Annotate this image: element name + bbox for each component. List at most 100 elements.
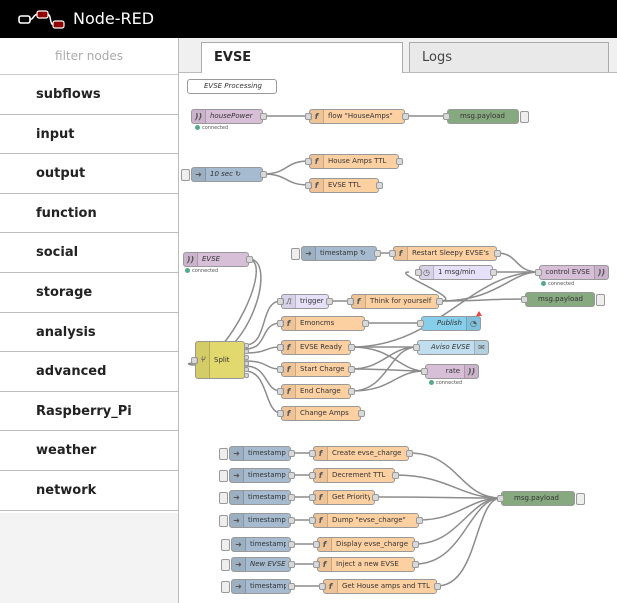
- trigger-icon: ⎍: [282, 295, 296, 308]
- debug-toggle-button[interactable]: [596, 294, 605, 306]
- workspace-tabs: EVSE Logs: [179, 38, 617, 74]
- wire: [350, 271, 540, 348]
- function-create-evse-charge[interactable]: f Create evse_charge: [309, 446, 413, 461]
- palette-categories: subflows input output function social st…: [0, 75, 178, 511]
- delay-1-msg-min[interactable]: ◷ 1 msg/min: [415, 265, 497, 280]
- function-icon: f: [314, 447, 328, 460]
- function-get-priority[interactable]: f Get Priority: [309, 490, 379, 505]
- arrow-right-icon: ➜: [232, 580, 246, 593]
- function-icon: f: [310, 179, 324, 192]
- inject-timestamp-5[interactable]: ➜ timestamp: [221, 537, 295, 552]
- debug-msg-payload-2[interactable]: msg.payload: [521, 292, 605, 307]
- clock-icon: ◷: [420, 266, 434, 279]
- palette-category-subflows[interactable]: subflows: [0, 75, 178, 115]
- change-flow-houseamps[interactable]: f flow "HouseAmps": [305, 109, 409, 124]
- function-start-charge[interactable]: f Start Charge: [277, 362, 355, 377]
- wire: [244, 322, 282, 350]
- function-display-evse-charge[interactable]: f Display evse_charge: [313, 537, 419, 552]
- palette-category-storage[interactable]: storage: [0, 273, 178, 313]
- function-house-amps-ttl[interactable]: f House Amps TTL: [305, 154, 403, 169]
- email-aviso-evse[interactable]: Aviso EVSE ✉: [413, 340, 489, 355]
- tab-evse[interactable]: EVSE: [201, 42, 403, 74]
- function-get-house-amps-ttl[interactable]: f Get House amps and TTL: [319, 579, 441, 594]
- inject-timestamp-repeat[interactable]: ➜ timestamp ↻: [291, 246, 381, 261]
- function-restart-sleepy-evse[interactable]: f Restart Sleepy EVSE's: [389, 246, 501, 261]
- inject-timestamp-2[interactable]: ➜ timestamp: [219, 468, 295, 483]
- inject-button[interactable]: [221, 559, 230, 571]
- tab-logs[interactable]: Logs: [409, 42, 609, 72]
- inject-button[interactable]: [219, 448, 228, 460]
- wire: [244, 370, 282, 414]
- node-red-logo-icon: [18, 10, 65, 29]
- inject-button[interactable]: [219, 515, 228, 527]
- comment-evse-processing[interactable]: EVSE Processing: [187, 79, 277, 94]
- palette-category-weather[interactable]: weather: [0, 431, 178, 471]
- palette-category-raspberry-pi[interactable]: Raspberry_Pi: [0, 392, 178, 432]
- wire: [244, 360, 282, 370]
- wire: [244, 365, 282, 392]
- emoncms-icon: ◔: [466, 317, 480, 330]
- emoncms-publish[interactable]: Publish ◔: [417, 316, 481, 331]
- palette-category-network[interactable]: network: [0, 471, 178, 511]
- status-connected: connected: [195, 125, 228, 131]
- palette-category-function[interactable]: function: [0, 194, 178, 234]
- function-dump-evse-charge[interactable]: f Dump "evse_charge": [309, 513, 423, 528]
- mqtt-out-rate[interactable]: rate )): [421, 364, 479, 379]
- mqtt-icon: )): [594, 266, 608, 279]
- palette-category-input[interactable]: input: [0, 115, 178, 155]
- inject-button[interactable]: [221, 581, 230, 593]
- palette-category-output[interactable]: output: [0, 154, 178, 194]
- inject-10-sec[interactable]: ➜ 10 sec ↻: [181, 167, 267, 182]
- function-change-amps[interactable]: f Change Amps: [277, 406, 365, 421]
- inject-button[interactable]: [181, 169, 190, 181]
- inject-button[interactable]: [219, 470, 228, 482]
- inject-new-evse[interactable]: ➜ New EVSE: [221, 557, 295, 572]
- function-think-for-yourself[interactable]: f Think for yourself: [347, 294, 443, 309]
- inject-timestamp-6[interactable]: ➜ timestamp: [221, 579, 295, 594]
- function-emoncms[interactable]: f Emoncms: [277, 316, 369, 331]
- debug-msg-payload-1[interactable]: msg.payload: [443, 109, 529, 124]
- inject-timestamp-1[interactable]: ➜ timestamp: [219, 446, 295, 461]
- function-decrement-ttl[interactable]: f Decrement TTL: [309, 468, 399, 483]
- wire: [408, 452, 502, 499]
- function-evse-ready[interactable]: f EVSE Ready: [277, 340, 355, 355]
- function-evse-ttl[interactable]: f EVSE TTL: [305, 178, 383, 193]
- function-inject-new-evse[interactable]: f Inject a new EVSE: [313, 557, 419, 572]
- function-icon: f: [318, 558, 332, 571]
- status-connected: connected: [185, 268, 218, 274]
- inject-timestamp-3[interactable]: ➜ timestamp: [219, 490, 295, 505]
- inject-button[interactable]: [291, 248, 300, 260]
- palette-category-advanced[interactable]: advanced: [0, 352, 178, 392]
- mqtt-icon: )): [184, 253, 198, 266]
- function-icon: f: [394, 247, 408, 260]
- function-icon: f: [282, 317, 296, 330]
- palette-category-social[interactable]: social: [0, 233, 178, 273]
- trigger-5s[interactable]: ⎍ trigger 5s: [277, 294, 333, 309]
- wire: [394, 474, 502, 499]
- inject-button[interactable]: [219, 492, 228, 504]
- filter-nodes-input[interactable]: [0, 38, 178, 75]
- mqtt-in-evse[interactable]: )) EVSE: [183, 252, 253, 267]
- flow-workspace[interactable]: EVSE Processing )) housePower connected …: [179, 73, 617, 603]
- function-icon: f: [310, 155, 324, 168]
- debug-toggle-button[interactable]: [576, 493, 585, 505]
- arrow-right-icon: ➜: [230, 514, 244, 527]
- function-icon: f: [282, 363, 296, 376]
- warning-icon: [476, 311, 482, 316]
- inject-button[interactable]: [221, 539, 230, 551]
- arrow-right-icon: ➜: [230, 469, 244, 482]
- wire: [405, 271, 447, 302]
- function-end-charge[interactable]: f End Charge: [277, 384, 355, 399]
- split-node[interactable]: ⑂ Split: [191, 341, 249, 379]
- mqtt-out-control-evse[interactable]: control EVSE )): [535, 265, 609, 280]
- mqtt-icon: )): [464, 365, 478, 378]
- debug-toggle-button[interactable]: [520, 111, 529, 123]
- mqtt-in-housepower[interactable]: )) housePower: [191, 109, 267, 124]
- inject-timestamp-4[interactable]: ➜ timestamp: [219, 513, 295, 528]
- split-icon: ⑂: [196, 342, 210, 378]
- node-palette: subflows input output function social st…: [0, 38, 179, 603]
- output-port[interactable]: [260, 113, 267, 120]
- palette-category-analysis[interactable]: analysis: [0, 313, 178, 353]
- debug-msg-payload-3[interactable]: msg.payload: [497, 491, 585, 506]
